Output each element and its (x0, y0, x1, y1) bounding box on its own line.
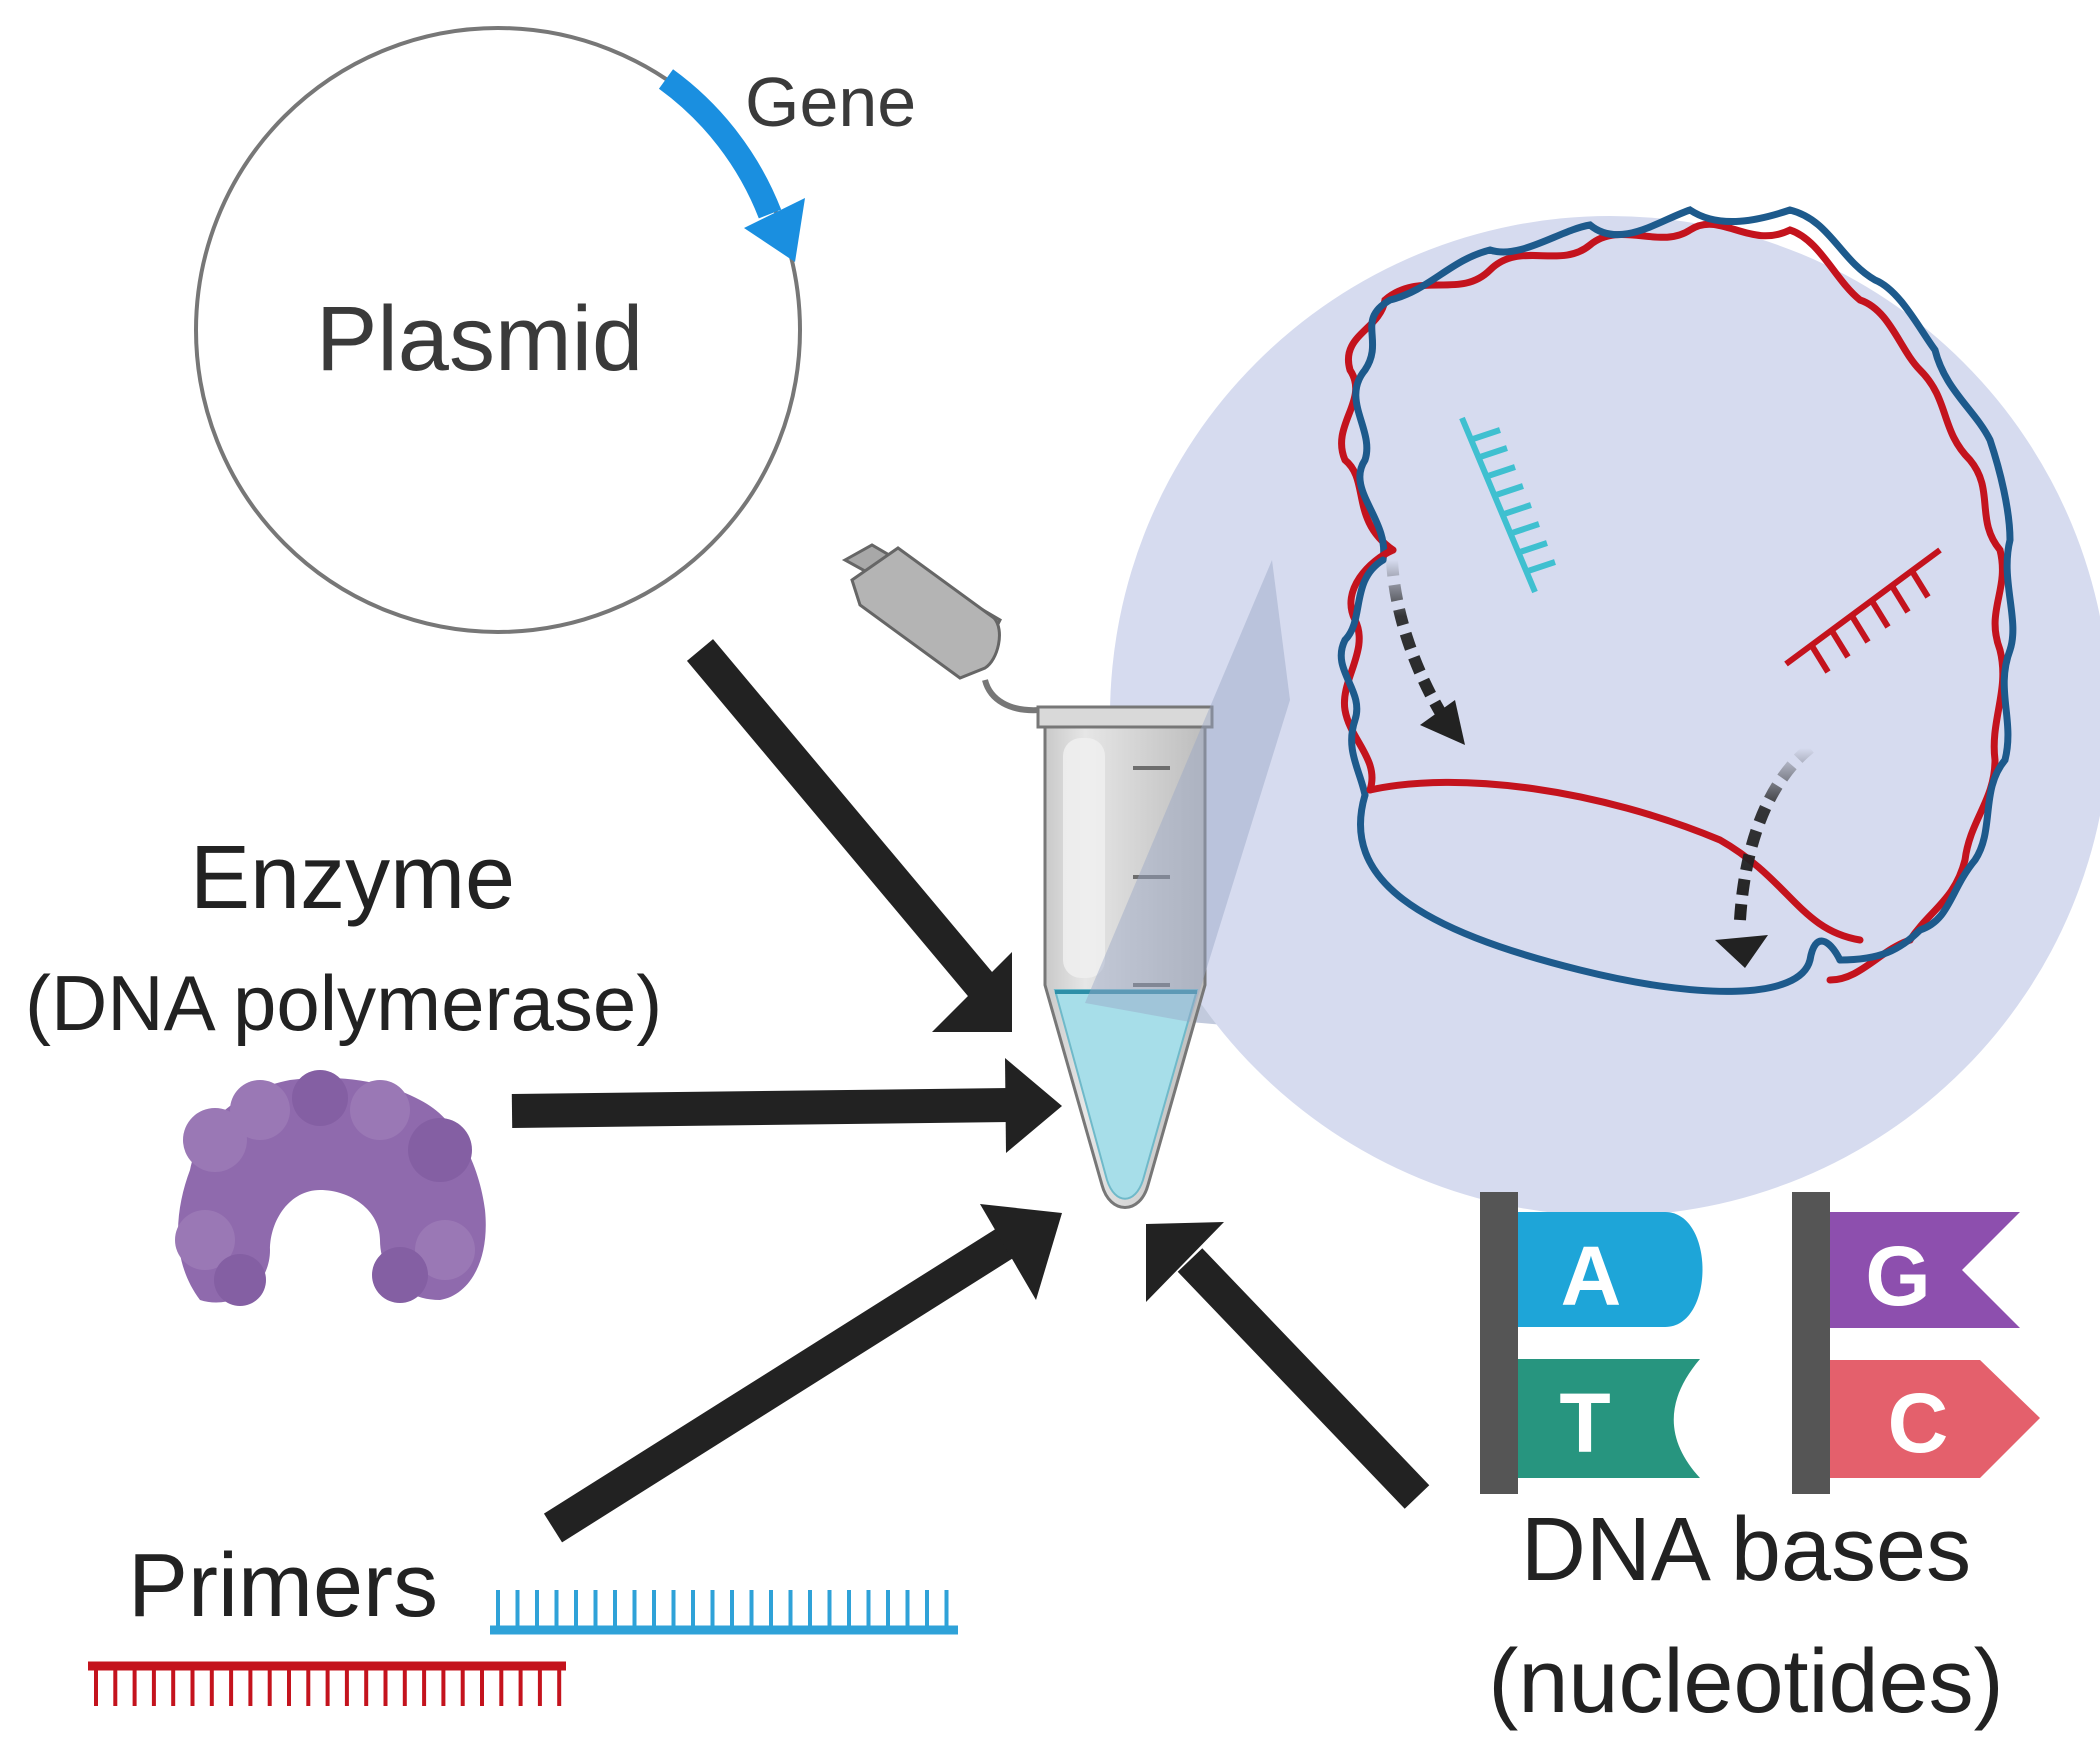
arrows (511, 639, 1430, 1543)
base-t-tag (1518, 1359, 1700, 1478)
bases-group: A T G C DNA bases (nucleotides) (1480, 1192, 2040, 1732)
arrow-from-primers (543, 1204, 1062, 1543)
red-strand-left (1340, 546, 1397, 794)
enzyme-detail-label: (DNA polymerase) (25, 959, 662, 1047)
arrow-from-bases (1146, 1222, 1430, 1509)
base-stick-gc (1792, 1192, 1830, 1494)
tube-liquid (1053, 989, 1199, 1200)
blue-unwound (1357, 791, 1844, 995)
base-a-letter: A (1561, 1229, 1622, 1323)
red-unwound (1366, 778, 1864, 944)
tube-lid (841, 543, 1041, 714)
blue-strand (1352, 206, 2017, 964)
primer-blue (490, 1590, 958, 1635)
plasmid-circle (194, 26, 802, 634)
extension-arrow-right (1715, 743, 1814, 968)
primer-red-zoom (1784, 547, 1942, 674)
pcr-tube (841, 543, 1214, 1209)
gene-label: Gene (745, 63, 916, 141)
zoom-wedge-overlay (1085, 560, 1290, 1022)
base-g-letter: G (1865, 1229, 1930, 1323)
blue-strand-left (1337, 556, 1387, 799)
arrow-from-plasmid (686, 639, 1012, 1032)
primer-red (88, 1661, 566, 1706)
gene-arrow (658, 69, 782, 219)
tube-rim (1036, 705, 1214, 729)
base-t-letter: T (1559, 1376, 1610, 1470)
plasmid-group: Gene Plasmid (194, 26, 916, 634)
base-stick-at (1480, 1192, 1518, 1494)
zoom-circle (1110, 216, 2100, 1216)
base-c-tag (1830, 1360, 2040, 1478)
enzyme-blob (175, 1070, 486, 1306)
gene-arrowhead (744, 198, 805, 262)
primers-label: Primers (128, 1536, 438, 1636)
bases-detail-label: (nucleotides) (1488, 1632, 2003, 1732)
plasmid-label: Plasmid (316, 288, 643, 390)
enzyme-group: Enzyme (DNA polymerase) (25, 828, 662, 1306)
dna-helix (1337, 206, 2017, 995)
extension-arrow-left (1386, 559, 1465, 745)
base-a-tag (1518, 1212, 1703, 1327)
enzyme-label: Enzyme (190, 828, 515, 928)
base-g-tag (1830, 1212, 2020, 1328)
bases-label: DNA bases (1521, 1500, 1971, 1600)
primer-cyan (1459, 416, 1556, 594)
arrow-from-enzyme (511, 1058, 1062, 1153)
primers-group: Primers (88, 1536, 958, 1706)
base-c-letter: C (1888, 1376, 1949, 1470)
